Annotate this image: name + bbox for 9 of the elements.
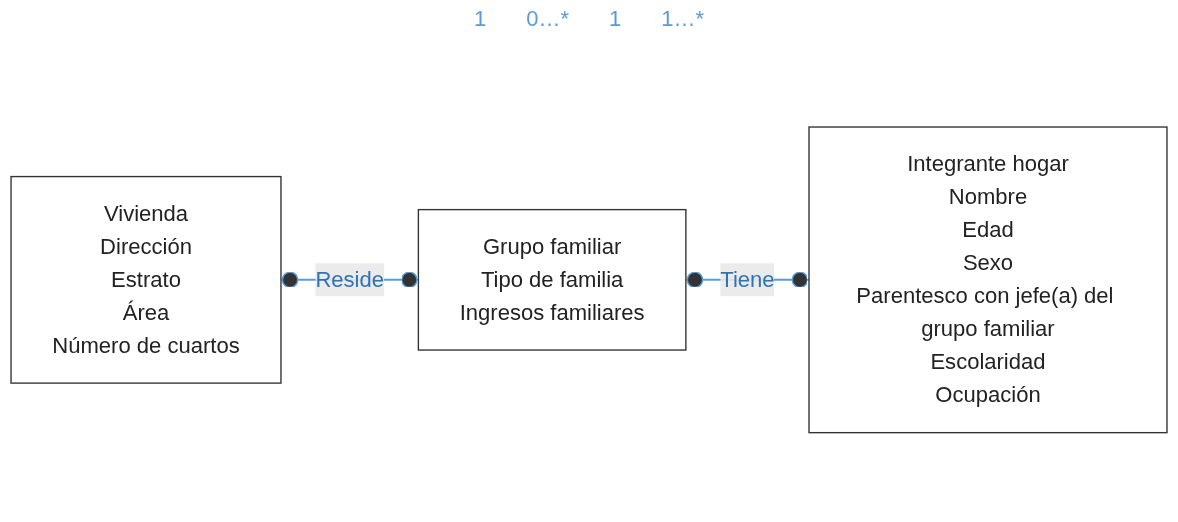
node-box: Integrante hogar Nombre Edad Sexo Parentesco con jefe(a) del grupo familiar Escolaridad Ocupación	[808, 126, 1168, 434]
multiplicity-label: 0…*	[526, 6, 569, 32]
node-box: Vivienda Dirección Estrato Área Número de cuartos	[10, 176, 282, 384]
multiplicity-label: 1	[473, 6, 487, 32]
multiplicity-label: 1	[609, 6, 622, 32]
edge-label: Reside	[315, 267, 384, 292]
node-box: Grupo familiar Tipo de familia Ingresos familiares	[417, 209, 687, 351]
edge-label: Tiene	[720, 267, 775, 292]
multiplicity-label: 1…*	[661, 6, 705, 32]
